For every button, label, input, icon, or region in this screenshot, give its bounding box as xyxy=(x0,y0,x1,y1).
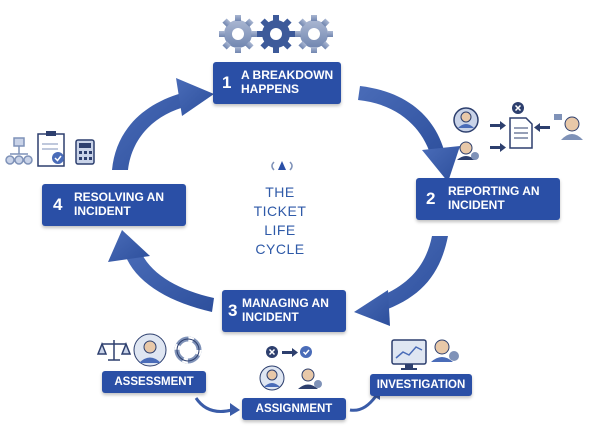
person-icon xyxy=(453,107,479,133)
step-2-label: REPORTING AN INCIDENT xyxy=(448,184,540,212)
gears-icon xyxy=(219,15,333,53)
step-3-number: 3 xyxy=(228,301,238,320)
check-icon xyxy=(300,346,312,358)
step-2-box: 2 REPORTING AN INCIDENT xyxy=(416,178,560,220)
assignment-icons xyxy=(259,346,322,391)
assignment-label: ASSIGNMENT xyxy=(242,398,346,420)
monitor-chart-icon xyxy=(391,339,427,370)
step-4-number: 4 xyxy=(53,195,63,214)
scales-icon xyxy=(96,340,132,361)
step-4-box: 4 RESOLVING AN INCIDENT xyxy=(42,184,186,226)
person-gear-icon xyxy=(431,339,459,362)
cycle-center-icon xyxy=(271,161,293,171)
support-person-icon xyxy=(554,114,583,140)
arrow-assessment-to-assignment xyxy=(194,397,240,416)
cycle-title-line-4: CYCLE xyxy=(255,241,305,257)
cycle-title-line-3: LIFE xyxy=(264,222,296,238)
step-3-label: MANAGING AN INCIDENT xyxy=(242,296,329,324)
person-gear-icon xyxy=(298,368,322,389)
investigation-label: INVESTIGATION xyxy=(370,374,472,396)
arrow-right-icon xyxy=(490,121,506,152)
assessment-icons xyxy=(96,333,202,367)
cycle-arrow-2-to-3 xyxy=(354,236,448,326)
cycle-title-line-1: THE xyxy=(265,184,295,200)
resolving-icons xyxy=(5,131,95,167)
close-icon xyxy=(512,102,524,114)
investigation-icons xyxy=(391,339,459,370)
step-2-number: 2 xyxy=(426,189,436,208)
person-gear-icon xyxy=(457,141,479,160)
step-1-number: 1 xyxy=(222,73,232,92)
lifebuoy-icon xyxy=(174,336,202,364)
arrow-right-icon xyxy=(282,348,298,357)
person-icon xyxy=(259,365,285,391)
cycle-arrow-3-to-4 xyxy=(108,230,214,312)
cycle-arrow-1-to-2 xyxy=(358,86,460,182)
flowchart-icon xyxy=(5,137,33,165)
step-4-label: RESOLVING AN INCIDENT xyxy=(74,190,165,218)
reporting-icons xyxy=(453,102,583,160)
assessment-label: ASSESSMENT xyxy=(102,371,206,393)
cycle-arrow-4-to-1 xyxy=(112,78,214,170)
step-1-label: A BREAKDOWN HAPPENS xyxy=(241,68,334,96)
cycle-title-line-2: TICKET xyxy=(253,203,307,219)
person-icon xyxy=(133,333,167,367)
cycle-title: THE TICKET LIFE CYCLE xyxy=(245,183,315,259)
step-1-box: 1 A BREAKDOWN HAPPENS xyxy=(213,62,341,104)
calculator-icon xyxy=(75,139,95,165)
step-3-box: 3 MANAGING AN INCIDENT xyxy=(222,290,346,332)
close-icon xyxy=(266,346,278,358)
clipboard-check-icon xyxy=(37,131,65,167)
arrow-left-icon xyxy=(534,123,550,132)
document-icon xyxy=(509,117,533,149)
